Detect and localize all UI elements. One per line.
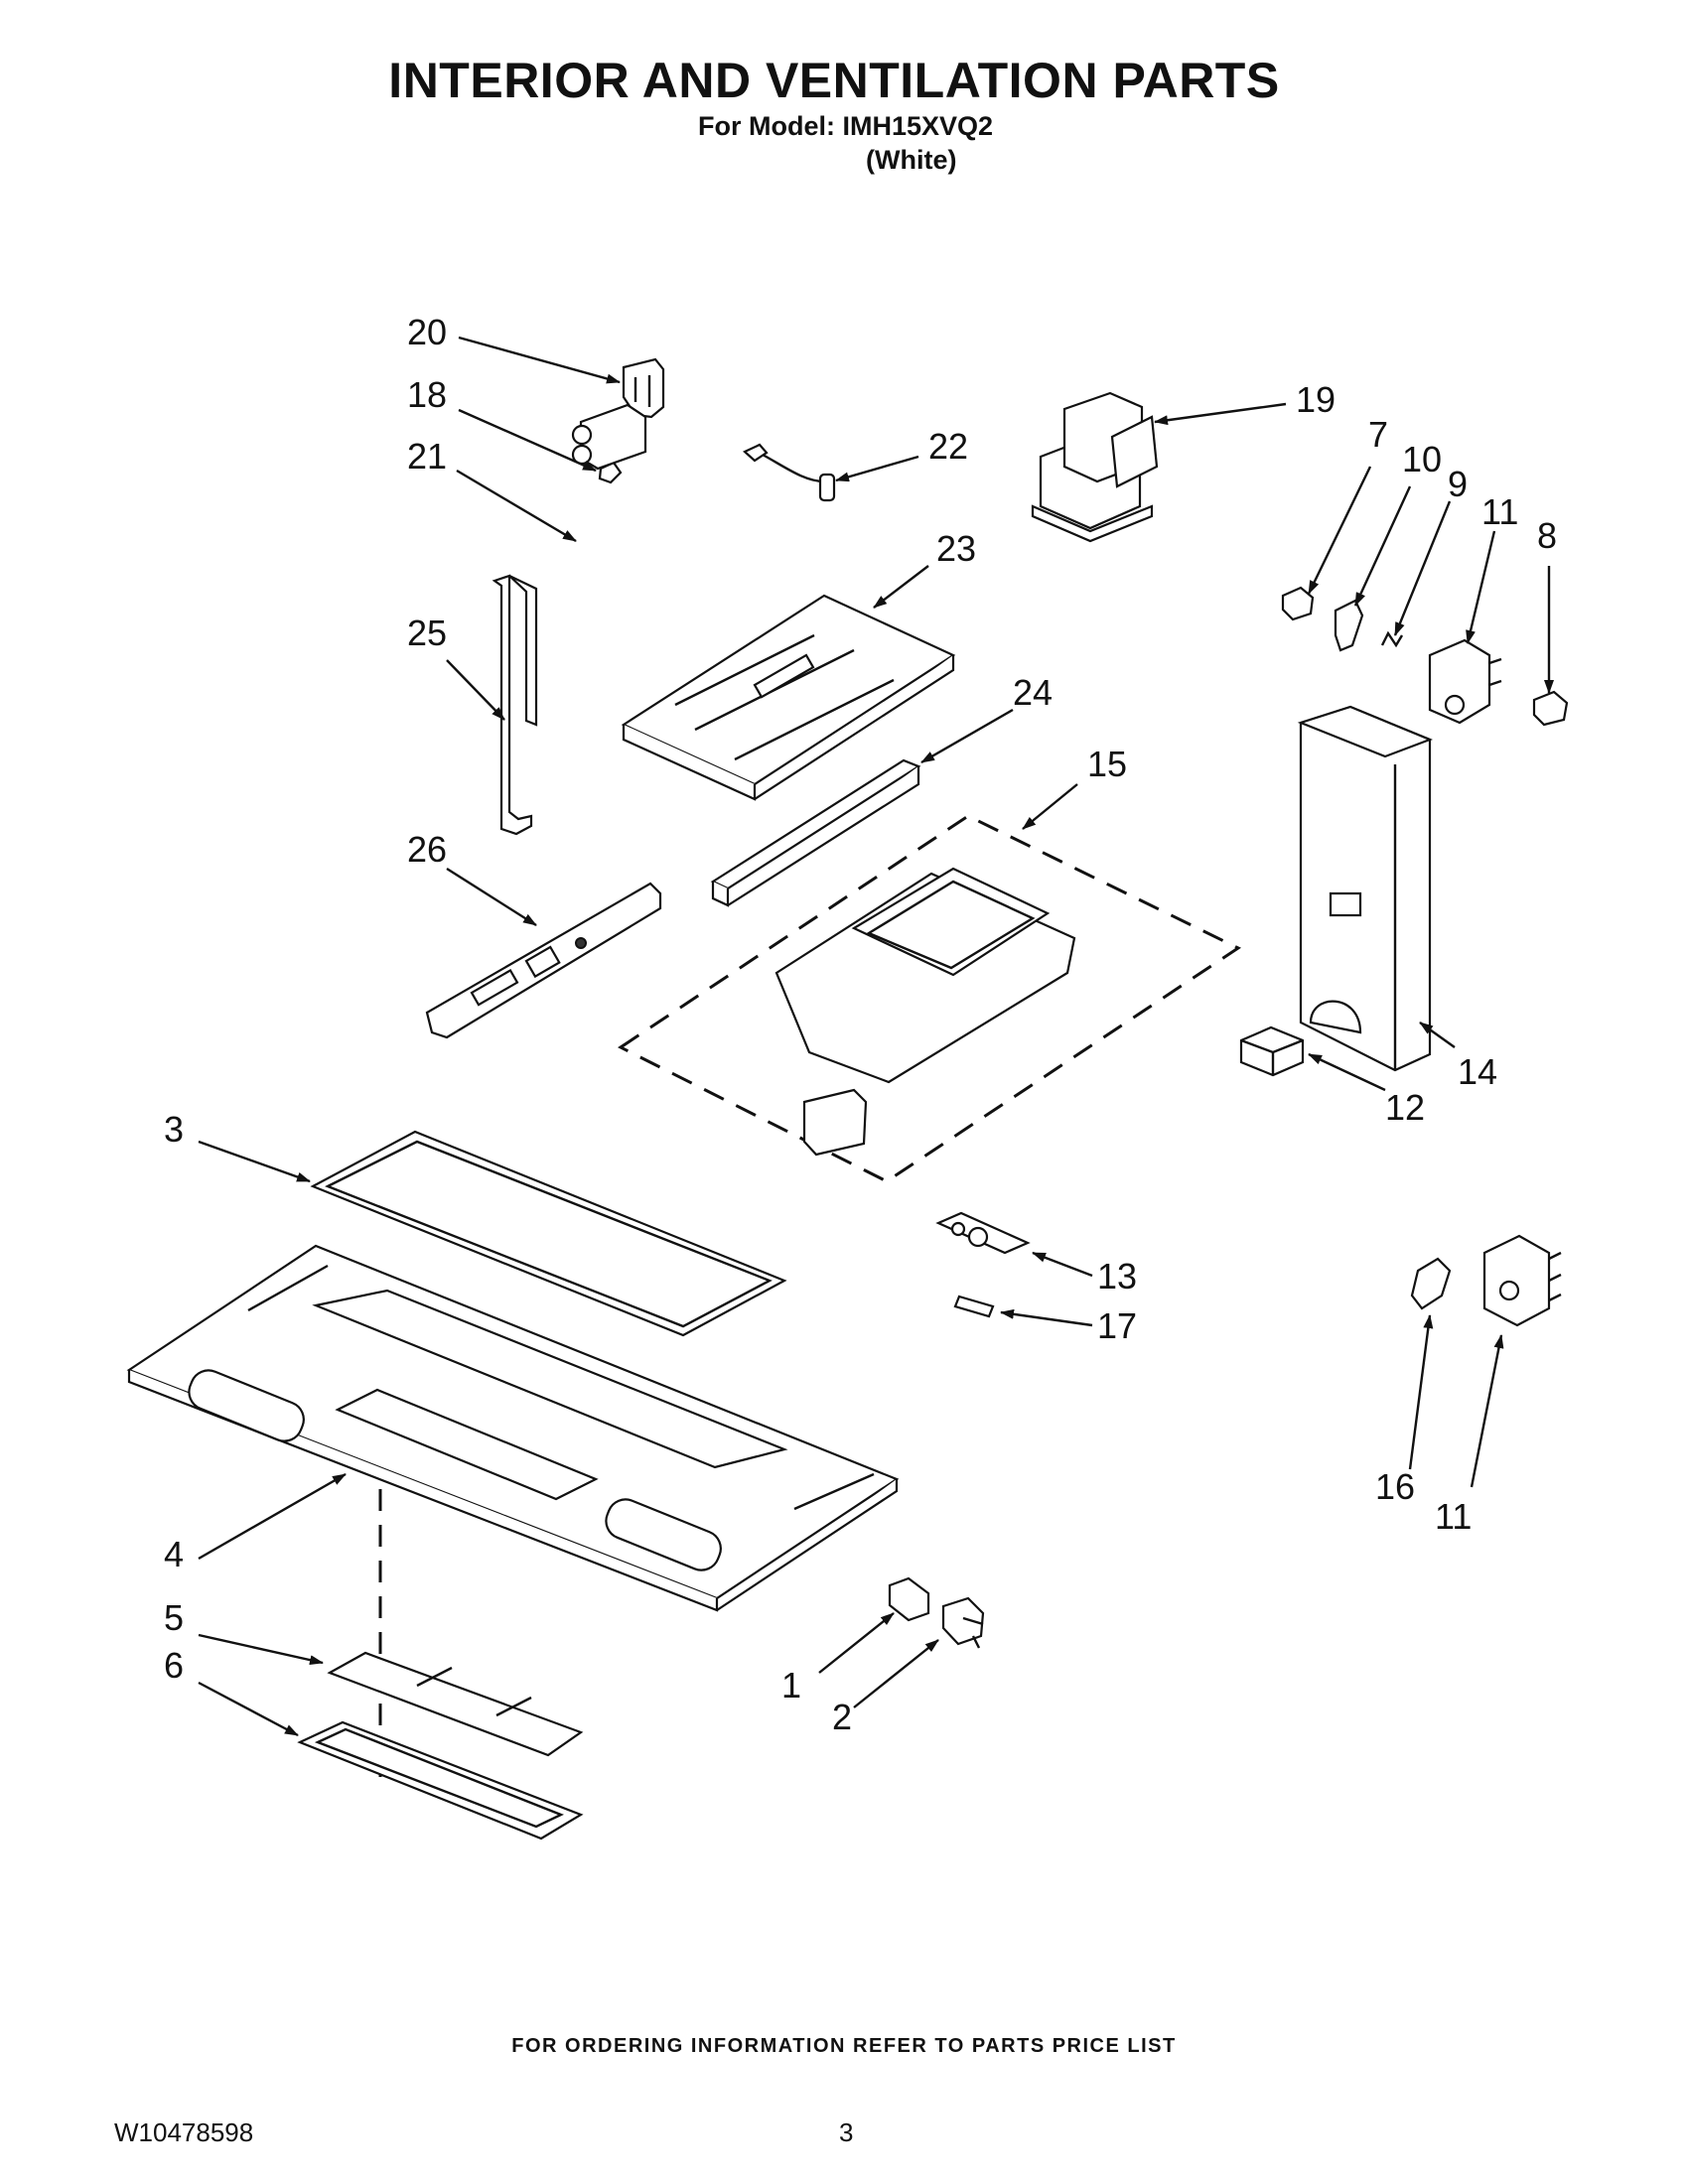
part-21-capacitor	[571, 403, 647, 471]
leader-7	[1307, 466, 1372, 595]
leader-13	[1032, 1251, 1093, 1278]
model-line: For Model: IMH15XVQ2	[698, 111, 994, 141]
part-10-switch-holder	[1334, 599, 1364, 652]
part-5-filter	[327, 1651, 584, 1757]
callout-4: 4	[164, 1534, 185, 1574]
callout-11-upper: 11	[1481, 491, 1519, 532]
leader-26	[446, 867, 537, 927]
callout-17: 17	[1097, 1305, 1138, 1346]
callout-leaders	[198, 336, 1554, 1737]
callout-16: 16	[1375, 1466, 1416, 1507]
part-11-interlock-lower	[1482, 1234, 1562, 1327]
leader-10	[1353, 485, 1412, 607]
document-number: W10478598	[114, 2117, 254, 2147]
callout-20: 20	[407, 312, 448, 352]
leader-14	[1419, 1022, 1456, 1048]
page-title: INTERIOR AND VENTILATION PARTS	[388, 53, 1280, 108]
callout-13: 13	[1097, 1256, 1138, 1297]
leader-11a	[1466, 530, 1496, 644]
part-3-filter	[310, 1130, 787, 1337]
callout-12: 12	[1385, 1087, 1426, 1128]
leader-23	[873, 565, 929, 609]
part-6-filter-frame	[297, 1720, 584, 1841]
callout-6: 6	[164, 1645, 185, 1686]
leader-24	[920, 708, 1014, 764]
part-19-transformer	[1031, 391, 1159, 543]
leader-3	[198, 1140, 311, 1183]
leader-4	[198, 1472, 347, 1561]
callout-2: 2	[832, 1697, 853, 1737]
part-1-component	[888, 1576, 930, 1622]
callout-5: 5	[164, 1597, 185, 1638]
leader-22	[835, 455, 919, 482]
ordering-note: FOR ORDERING INFORMATION REFER TO PARTS …	[511, 2035, 1177, 2057]
part-8-switch	[1532, 690, 1569, 727]
part-9-spring	[1380, 630, 1404, 648]
callout-11-lower: 11	[1435, 1496, 1473, 1537]
leader-12	[1308, 1052, 1386, 1092]
leader-25	[446, 659, 505, 721]
part-20-bracket	[622, 357, 665, 419]
color-line: (White)	[866, 145, 957, 175]
part-2-component	[941, 1596, 985, 1649]
callout-25: 25	[407, 613, 448, 653]
part-22-sensor	[743, 443, 836, 502]
callout-1: 1	[781, 1665, 802, 1706]
part-17-bulb	[953, 1295, 995, 1318]
callout-14: 14	[1458, 1051, 1498, 1092]
part-16-fuse	[1410, 1257, 1452, 1310]
callout-19: 19	[1296, 379, 1336, 420]
callout-9: 9	[1448, 464, 1469, 504]
leader-18	[458, 408, 597, 473]
part-13-lamp-socket	[935, 1211, 1031, 1255]
callout-24: 24	[1013, 672, 1054, 713]
leader-2	[853, 1639, 939, 1708]
part-25-bracket	[492, 574, 538, 836]
leader-16	[1408, 1314, 1434, 1470]
leader-21	[456, 469, 577, 543]
leader-9	[1393, 500, 1452, 636]
callout-21: 21	[407, 436, 448, 477]
callout-26: 26	[407, 829, 448, 870]
callout-10: 10	[1402, 439, 1443, 479]
part-11-interlock-upper	[1428, 638, 1502, 725]
part-24-bar	[710, 758, 921, 907]
leader-5	[198, 1633, 324, 1666]
leader-20	[458, 336, 621, 384]
part-12-block	[1239, 1025, 1305, 1077]
page-number: 3	[839, 2117, 854, 2147]
callout-7: 7	[1368, 414, 1389, 455]
callout-3: 3	[164, 1109, 185, 1150]
part-7-switch	[1281, 586, 1315, 621]
part-23-plate	[621, 594, 956, 801]
callout-22: 22	[928, 426, 969, 467]
leader-17	[1000, 1308, 1093, 1327]
part-15-group	[618, 814, 1242, 1183]
callout-18: 18	[407, 374, 448, 415]
part-14-duct	[1297, 705, 1433, 1072]
callout-15: 15	[1087, 744, 1128, 784]
callout-23: 23	[936, 528, 977, 569]
leader-11b	[1470, 1334, 1504, 1488]
callout-8: 8	[1537, 515, 1558, 556]
leader-19	[1154, 402, 1287, 426]
leader-1	[818, 1612, 895, 1674]
part-26-bracket	[425, 882, 662, 1039]
leader-15	[1022, 783, 1078, 830]
leader-6	[198, 1681, 299, 1737]
part-4-bottom-plate	[126, 1244, 900, 1612]
